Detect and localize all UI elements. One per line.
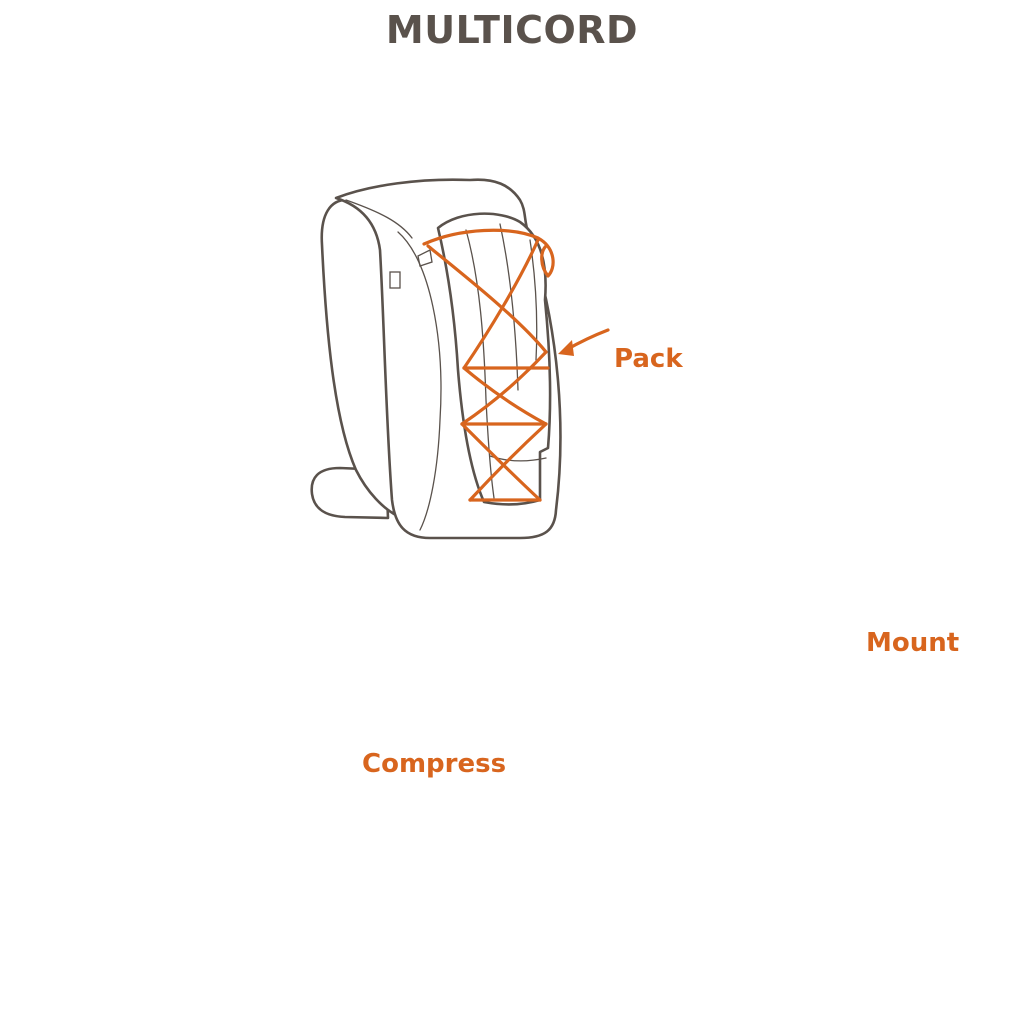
pack-label: Pack	[614, 344, 683, 374]
page-title: MULTICORD	[385, 8, 639, 52]
compress-label: Compress	[362, 749, 507, 779]
pack-backpack	[310, 178, 610, 540]
mount-label: Mount	[866, 628, 960, 658]
